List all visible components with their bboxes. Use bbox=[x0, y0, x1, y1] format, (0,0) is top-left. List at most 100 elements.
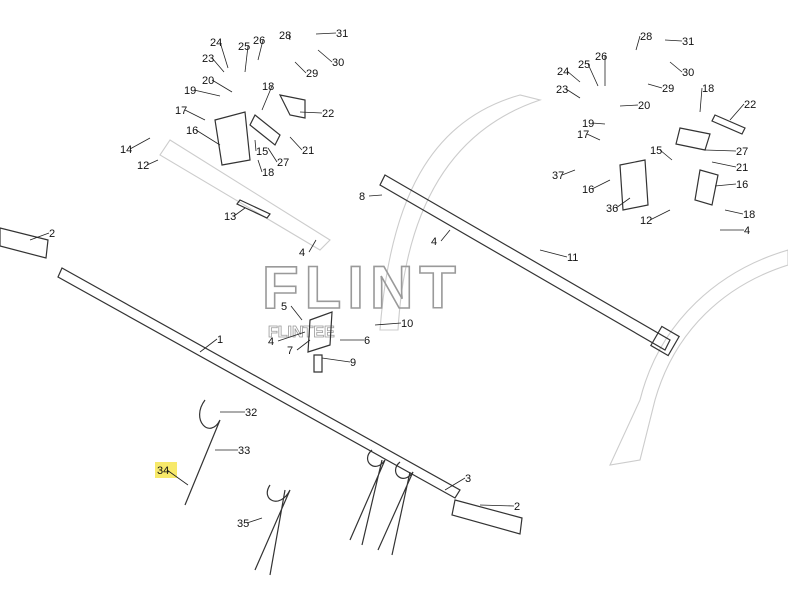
spring-tines bbox=[184, 399, 414, 576]
leader-line bbox=[659, 149, 673, 161]
callout-23: 23 bbox=[202, 53, 214, 65]
callout-27: 27 bbox=[277, 157, 289, 169]
callout-23: 23 bbox=[556, 84, 568, 96]
leader-line bbox=[211, 79, 233, 93]
leader-line bbox=[317, 49, 333, 63]
callout-12: 12 bbox=[640, 215, 652, 227]
leader-line bbox=[261, 85, 273, 111]
callout-22: 22 bbox=[744, 99, 756, 111]
callout-30: 30 bbox=[332, 57, 344, 69]
leader-line bbox=[440, 229, 451, 242]
leader-line bbox=[699, 87, 703, 113]
leader-line bbox=[254, 139, 257, 152]
shaft-1 bbox=[57, 267, 461, 499]
leader-line bbox=[565, 88, 581, 99]
svg-text:FLINTEE: FLINTEE bbox=[268, 324, 335, 341]
callout-17: 17 bbox=[175, 105, 187, 117]
leader-line bbox=[711, 161, 737, 168]
callout-35: 35 bbox=[237, 518, 249, 530]
callout-20: 20 bbox=[202, 75, 214, 87]
callout-17: 17 bbox=[577, 129, 589, 141]
callout-6: 6 bbox=[364, 335, 370, 347]
callout-4: 4 bbox=[268, 336, 274, 348]
right-bracket-assembly bbox=[619, 114, 746, 211]
callout-16: 16 bbox=[186, 125, 198, 137]
leader-line bbox=[539, 249, 568, 258]
leader-line bbox=[267, 147, 278, 163]
callout-1: 1 bbox=[217, 334, 223, 346]
callout-24: 24 bbox=[557, 66, 569, 78]
callout-18: 18 bbox=[262, 167, 274, 179]
callout-28: 28 bbox=[279, 30, 291, 42]
left-bracket-assembly bbox=[214, 94, 306, 219]
callout-18: 18 bbox=[702, 83, 714, 95]
callout-2: 2 bbox=[514, 501, 520, 513]
callout-24: 24 bbox=[210, 37, 222, 49]
leader-line bbox=[257, 159, 263, 173]
leader-line bbox=[29, 232, 50, 241]
leader-line bbox=[664, 39, 683, 42]
callout-11: 11 bbox=[567, 252, 578, 264]
leader-line bbox=[257, 39, 264, 61]
watermark: FLINT FLINTEE bbox=[261, 253, 462, 341]
leader-line bbox=[649, 209, 671, 221]
leader-line bbox=[195, 129, 221, 146]
callout-32: 32 bbox=[245, 407, 257, 419]
tube-2-right bbox=[451, 499, 523, 535]
callout-2: 2 bbox=[49, 228, 55, 240]
leader-line bbox=[704, 149, 737, 152]
leader-line bbox=[290, 305, 303, 321]
callout-25: 25 bbox=[578, 59, 590, 71]
callout-18: 18 bbox=[262, 81, 274, 93]
callout-15: 15 bbox=[650, 145, 662, 157]
leader-line bbox=[246, 517, 263, 524]
leader-line bbox=[729, 103, 745, 121]
leader-line bbox=[587, 63, 599, 87]
callout-22: 22 bbox=[322, 108, 334, 120]
leader-line bbox=[714, 183, 737, 187]
callout-27: 27 bbox=[736, 146, 748, 158]
tube-2-left bbox=[0, 227, 49, 259]
leader-line bbox=[146, 159, 159, 166]
svg-text:FLINT: FLINT bbox=[262, 254, 462, 321]
callout-19: 19 bbox=[582, 118, 594, 130]
callout-31: 31 bbox=[682, 36, 694, 48]
callout-12: 12 bbox=[137, 160, 149, 172]
leader-line bbox=[635, 35, 641, 51]
highlight-callout-34 bbox=[155, 462, 177, 478]
callout-26: 26 bbox=[595, 51, 607, 63]
leader-line bbox=[669, 61, 683, 73]
leader-line bbox=[368, 194, 383, 197]
leader-line bbox=[374, 322, 402, 326]
callout-8: 8 bbox=[359, 191, 365, 203]
leader-line bbox=[619, 104, 639, 107]
leader-line bbox=[586, 133, 601, 141]
callout-5: 5 bbox=[281, 301, 287, 313]
callout-21: 21 bbox=[302, 145, 314, 157]
leader-line bbox=[193, 89, 221, 97]
leader-line bbox=[219, 41, 229, 69]
leader-line bbox=[444, 477, 466, 491]
callout-31: 31 bbox=[336, 28, 348, 40]
callout-29: 29 bbox=[306, 68, 318, 80]
leader-line bbox=[308, 239, 317, 253]
leader-line bbox=[321, 357, 351, 363]
shaft-11 bbox=[379, 174, 680, 357]
callout-33: 33 bbox=[238, 445, 250, 457]
callout-10: 10 bbox=[401, 318, 413, 330]
callout-26: 26 bbox=[253, 35, 265, 47]
callout-34: 34 bbox=[157, 465, 169, 477]
leader-line bbox=[211, 57, 225, 73]
leader-line bbox=[561, 169, 576, 176]
leader-line bbox=[233, 207, 246, 217]
leader-line bbox=[199, 338, 218, 353]
leader-line bbox=[615, 197, 631, 209]
callout-37: 37 bbox=[552, 170, 564, 182]
leader-line bbox=[294, 61, 307, 74]
leader-line bbox=[591, 179, 611, 190]
center-bracket-assembly bbox=[307, 311, 333, 373]
leader-line bbox=[166, 469, 189, 486]
callout-4: 4 bbox=[744, 225, 750, 237]
